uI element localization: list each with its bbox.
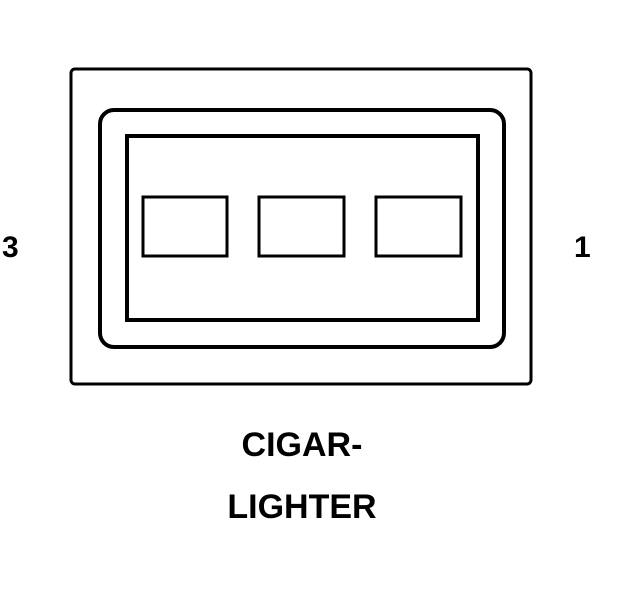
- connector-housing-outer: [69, 67, 533, 386]
- pin-number-right: 1: [574, 231, 591, 264]
- pin-number-left: 3: [2, 231, 19, 264]
- terminal-cavity: [374, 195, 463, 258]
- connector-housing-inner: [98, 108, 506, 349]
- terminal-cavity: [257, 195, 346, 258]
- connector-name-line2: LIGHTER: [227, 488, 377, 526]
- connector-face: [125, 134, 480, 322]
- connector-name-line1: CIGAR-: [241, 426, 363, 464]
- terminal-cavity: [141, 195, 229, 258]
